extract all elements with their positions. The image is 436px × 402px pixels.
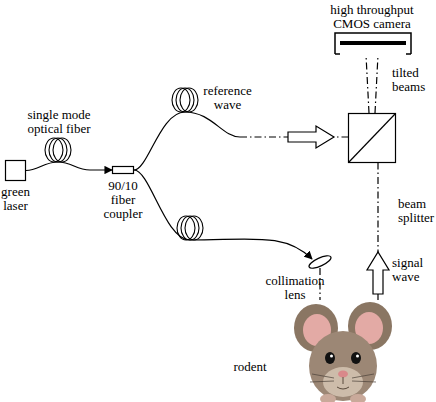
node-shape bbox=[348, 113, 396, 163]
signal-beam bbox=[377, 163, 378, 300]
node-label: collimation lens bbox=[262, 274, 328, 302]
rodent-mouth bbox=[337, 377, 349, 389]
optical-fiber bbox=[26, 162, 112, 171]
coil-loop bbox=[53, 138, 71, 162]
node-shape bbox=[290, 300, 395, 402]
rodent-whiskers bbox=[310, 374, 376, 382]
rodent-illustration bbox=[294, 302, 392, 402]
lens-node: collimation lens bbox=[306, 256, 334, 268]
illumination-beam bbox=[319, 268, 320, 300]
wave-arrow bbox=[367, 252, 389, 294]
coil-loop bbox=[172, 88, 190, 112]
rodent-eye bbox=[351, 352, 361, 364]
node-shape bbox=[5, 160, 26, 181]
rodent-nose bbox=[338, 371, 348, 378]
tilted-beam bbox=[375, 55, 378, 113]
node-label: green laser bbox=[0, 185, 34, 213]
edge-label: tilted beams bbox=[392, 66, 432, 94]
node-label: 90/10 fiber coupler bbox=[102, 179, 144, 221]
reference-beam bbox=[240, 136, 348, 137]
rodent-head bbox=[309, 331, 377, 401]
laser-symbol bbox=[6, 161, 26, 181]
beam-connector bbox=[134, 112, 348, 170]
coil-loop bbox=[176, 88, 194, 112]
beam-connector bbox=[366, 55, 378, 113]
beam-splitter-box: beam splitter bbox=[348, 113, 396, 163]
wave-arrow bbox=[288, 126, 334, 148]
callout-label: single mode optical fiber bbox=[26, 108, 92, 136]
camera-sensor bbox=[340, 41, 406, 45]
coil-loop bbox=[181, 216, 199, 240]
rodent-eye bbox=[325, 352, 335, 364]
rodent-paw bbox=[320, 394, 336, 402]
beam-connector bbox=[320, 268, 321, 300]
rodent-node: rodent bbox=[290, 300, 395, 402]
laser-box: green laser bbox=[5, 160, 26, 181]
coil-loop bbox=[45, 138, 63, 162]
coupler-symbol bbox=[113, 167, 134, 174]
node-label: beam splitter bbox=[398, 197, 436, 225]
beam-connector bbox=[134, 170, 312, 259]
eye-glint bbox=[330, 355, 333, 358]
coil-loop bbox=[49, 138, 67, 162]
optical-fiber bbox=[134, 112, 240, 170]
node-shape bbox=[306, 256, 334, 268]
tilted-beam bbox=[366, 55, 369, 113]
optical-fiber bbox=[134, 170, 312, 259]
node-label: high throughput CMOS camera bbox=[317, 3, 427, 31]
fiber-coil bbox=[45, 138, 71, 162]
edge-label: signal wave bbox=[392, 256, 432, 284]
splitter-cube bbox=[349, 114, 396, 163]
lens-symbol bbox=[307, 253, 332, 270]
coupler-box: 90/10 fiber coupler bbox=[112, 166, 134, 174]
node-shape bbox=[112, 166, 134, 174]
coil-loop bbox=[185, 216, 203, 240]
edge-label: reference wave bbox=[200, 84, 255, 112]
rodent-paw bbox=[350, 394, 366, 402]
node-label: rodent bbox=[220, 360, 280, 374]
beam-connector bbox=[26, 162, 112, 171]
camera-housing bbox=[335, 33, 411, 54]
eye-glint bbox=[356, 355, 359, 358]
rodent-muzzle bbox=[323, 367, 363, 397]
camera-symbol bbox=[334, 32, 412, 55]
splitter-diagonal bbox=[349, 114, 396, 163]
fiber-coil bbox=[172, 88, 198, 112]
fiber-coil bbox=[177, 216, 203, 240]
coil-loop bbox=[180, 88, 198, 112]
coil-loop bbox=[177, 216, 195, 240]
camera-node: high throughput CMOS camera bbox=[317, 3, 427, 55]
beam-connector bbox=[367, 163, 389, 300]
